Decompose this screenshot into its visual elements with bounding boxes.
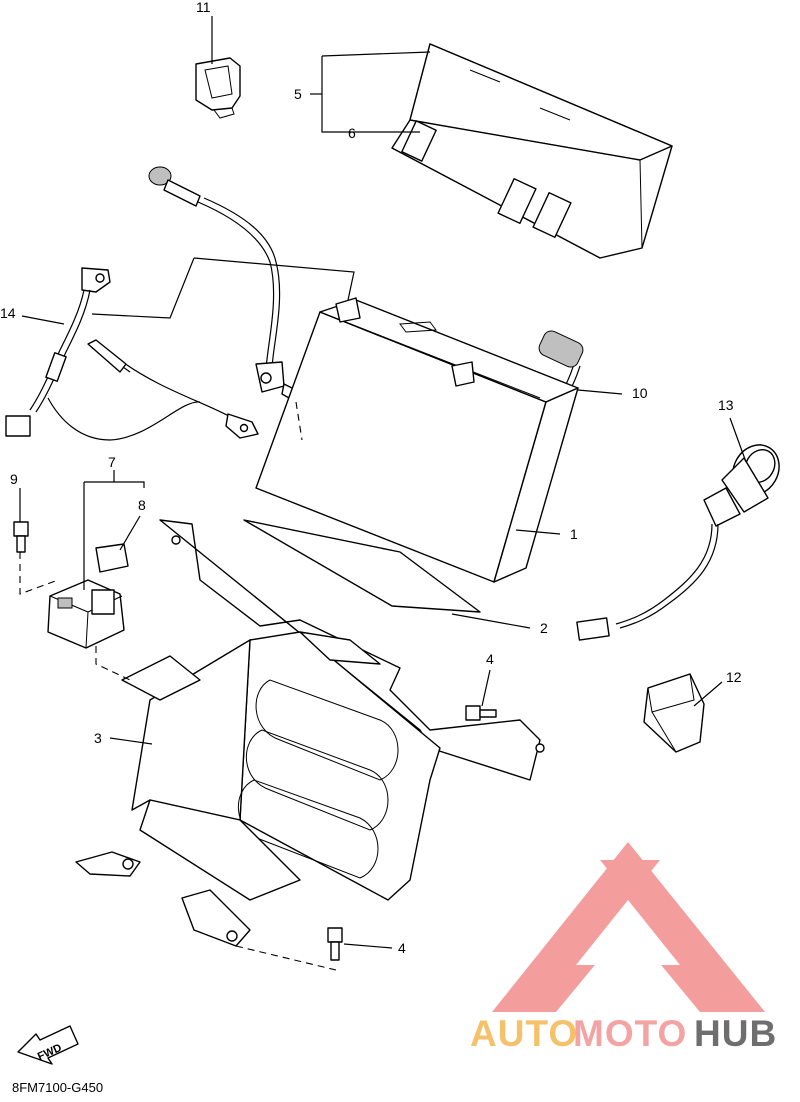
bolt-4-top (465, 705, 497, 721)
watermark-moto: MOTO (573, 1013, 687, 1054)
watermark-hub: HUB (694, 1013, 777, 1054)
bolt-4-bottom (327, 927, 343, 961)
callout-13: 13 (718, 397, 734, 413)
callout-9: 9 (10, 471, 18, 487)
callout-14: 14 (0, 305, 16, 321)
callout-8: 8 (138, 497, 146, 513)
watermark-auto: AUTO (470, 1013, 578, 1054)
socket (576, 444, 780, 641)
battery-pad (243, 519, 481, 613)
callout-10: 10 (632, 385, 648, 401)
watermark-logo (492, 842, 765, 1012)
leader-lines (19, 16, 747, 949)
callout-5: 5 (294, 86, 302, 102)
diagram-code: 8FM7100-G450 (12, 1080, 103, 1095)
cap (643, 673, 705, 753)
callout-6: 6 (348, 125, 356, 141)
callout-4-bottom: 4 (398, 940, 406, 956)
bolt-9 (13, 521, 29, 553)
callout-2: 2 (540, 620, 548, 636)
battery-cover (391, 43, 673, 259)
relay-assembly (47, 543, 129, 649)
fwd-arrow-icon: FWD (17, 1025, 79, 1065)
assembly-lines (19, 401, 337, 971)
battery (255, 297, 579, 583)
callout-12: 12 (726, 669, 742, 685)
wire-harness (5, 267, 259, 441)
callout-3: 3 (94, 730, 102, 746)
callout-11: 11 (196, 0, 211, 15)
callout-7: 7 (108, 454, 116, 470)
clamp (195, 57, 241, 119)
callout-4-top: 4 (486, 651, 494, 667)
callout-1: 1 (570, 526, 578, 542)
battery-bracket (75, 519, 545, 947)
